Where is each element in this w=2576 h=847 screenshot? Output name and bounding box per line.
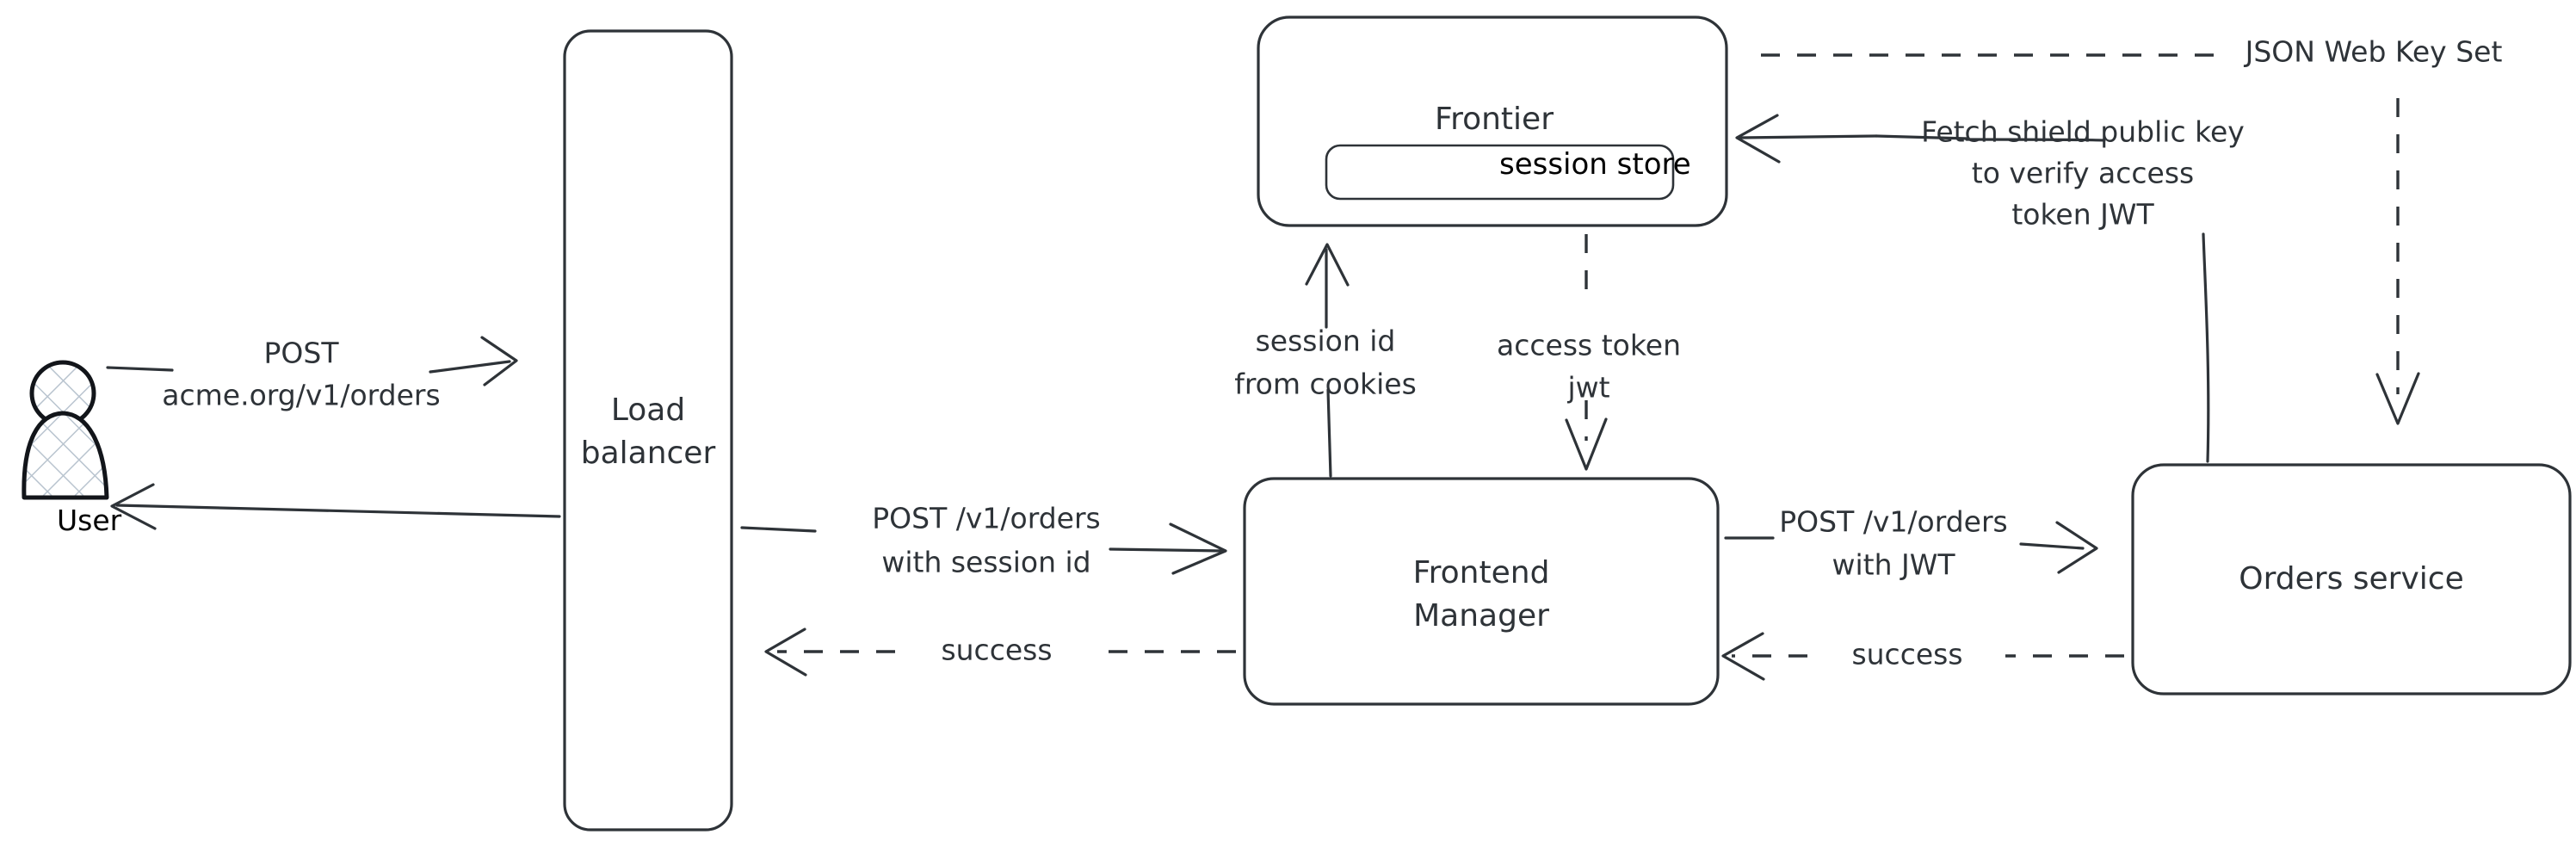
edge-frontier-to-orders-jwks: JSON Web Key Set [1761, 35, 2503, 425]
edge-user-lb-label-line1: POST [264, 337, 340, 370]
load-balancer-label-line2: balancer [581, 436, 716, 471]
edge-frontier-to-fm: access token jwt [1497, 234, 1681, 471]
edge-user-lb-label-line2: acme.org/v1/orders [162, 379, 440, 412]
frontend-manager-label-line1: Frontend [1413, 555, 1550, 590]
user-label: User [57, 504, 122, 537]
edge-fm-frontier-label-line2: from cookies [1234, 368, 1417, 401]
edge-orders-frontier-label-line1: Fetch shield public key [1921, 115, 2245, 149]
edge-user-to-load-balancer: POST acme.org/v1/orders [106, 336, 518, 412]
node-frontier[interactable]: Frontier session store [1257, 15, 1728, 227]
edge-lb-fm-label-line2: with session id [881, 546, 1090, 579]
edge-fm-to-lb-success: success [764, 628, 1236, 677]
load-balancer-label-line1: Load [611, 393, 685, 428]
edge-orders-to-fm-success: success [1721, 632, 2124, 681]
edge-fm-orders-label-line1: POST /v1/orders [1779, 505, 2007, 539]
node-frontend-manager[interactable]: Frontend Manager [1243, 477, 1720, 706]
edge-fm-frontier-label-line1: session id [1256, 325, 1396, 358]
edge-orders-fm-success-label: success [1851, 638, 1962, 671]
edge-fm-orders-label-line2: with JWT [1832, 548, 1955, 582]
edge-fm-to-frontier: session id from cookies [1234, 243, 1417, 478]
edge-load-balancer-to-user [110, 483, 561, 530]
orders-service-label: Orders service [2239, 561, 2463, 597]
edge-orders-to-frontier: Fetch shield public key to verify access… [1735, 114, 2245, 463]
node-orders-service[interactable]: Orders service [2131, 463, 2572, 696]
edge-fm-lb-success-label: success [941, 634, 1052, 667]
edge-lb-fm-label-line1: POST /v1/orders [872, 502, 1100, 535]
user-icon [22, 360, 109, 500]
node-session-store[interactable]: session store [1325, 144, 1691, 201]
session-store-label: session store [1499, 147, 1691, 182]
edge-lb-to-frontend-manager: POST /v1/orders with session id [740, 502, 1227, 579]
edge-frontier-fm-label-line1: access token [1497, 329, 1681, 362]
frontier-label: Frontier [1435, 102, 1554, 137]
edge-fm-to-orders: POST /v1/orders with JWT [1724, 505, 2098, 582]
frontend-manager-label-line2: Manager [1413, 598, 1549, 634]
edge-frontier-fm-label-line2: jwt [1566, 371, 1609, 405]
edge-frontier-orders-jwks-label: JSON Web Key Set [2244, 35, 2503, 69]
node-load-balancer[interactable]: Load balancer [563, 29, 733, 832]
edge-orders-frontier-label-line2: to verify access [1972, 157, 2194, 190]
edge-orders-frontier-label-line3: token JWT [2011, 198, 2154, 232]
